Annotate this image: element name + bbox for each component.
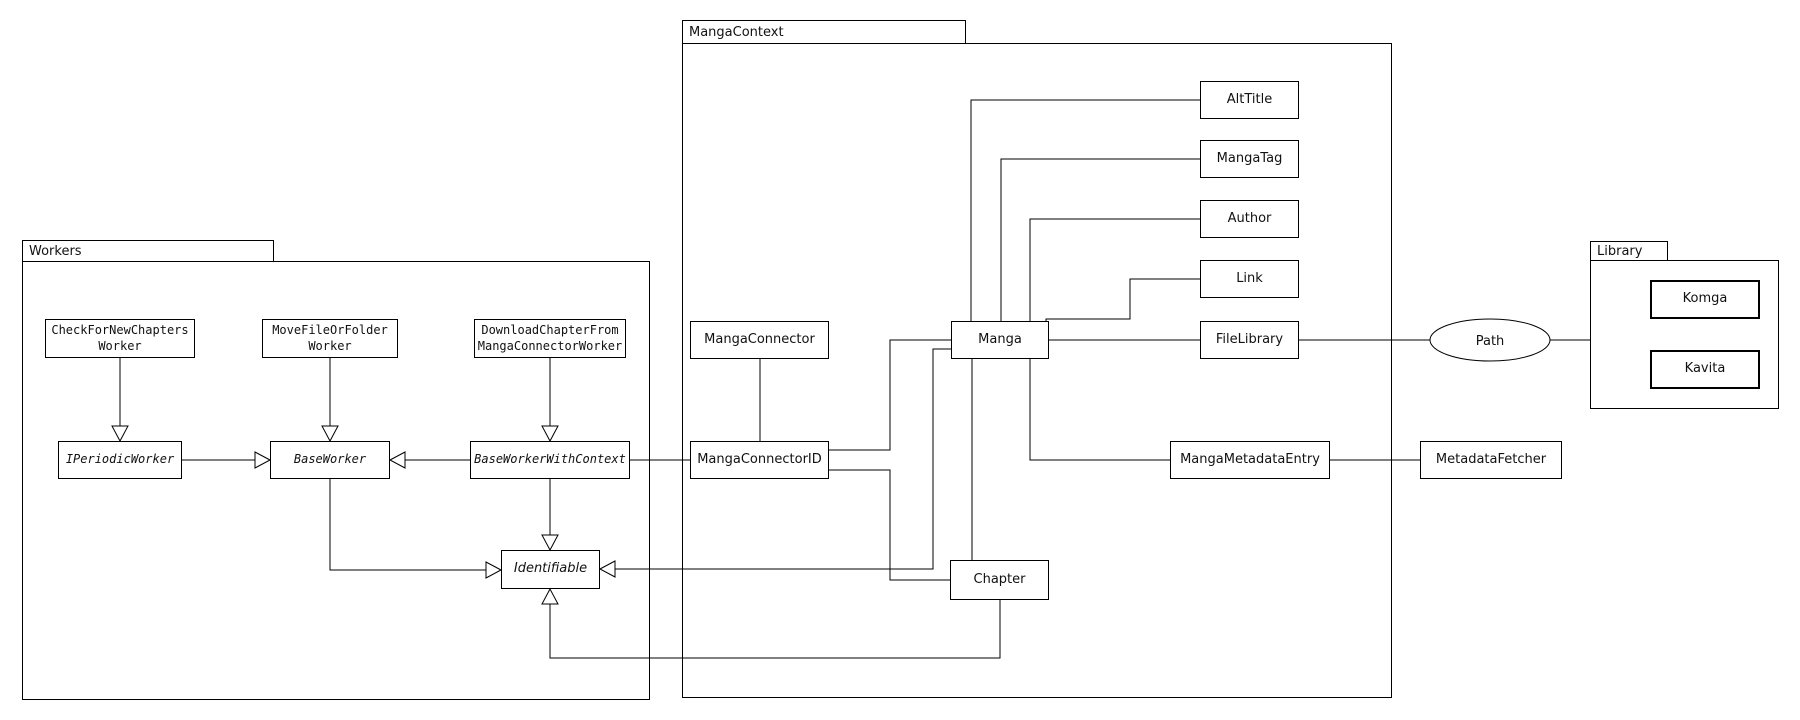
class-downloadchapterworker-label-line1: DownloadChapterFrom <box>481 322 619 337</box>
edge-mangaconnectorid-manga <box>829 339 951 451</box>
class-mangaconnectorid: MangaConnectorID <box>690 441 829 479</box>
class-downloadchapterfrommangaconnectorworker: DownloadChapterFrom MangaConnectorWorker <box>474 319 626 358</box>
class-mangaconnector-label: MangaConnector <box>704 331 815 347</box>
inheritance-arrow-into-baseworkerwithcontext <box>541 425 559 443</box>
class-alttitle: AltTitle <box>1200 81 1299 119</box>
class-movefileorfolderworker-label-line1: MoveFileOrFolder <box>272 322 388 337</box>
class-baseworker-label: BaseWorker <box>293 452 367 467</box>
path-ellipse <box>1429 318 1551 362</box>
package-workers-label: Workers <box>29 243 82 259</box>
class-author-label: Author <box>1227 210 1272 226</box>
class-alttitle-label: AltTitle <box>1226 91 1273 107</box>
edge-manga-mangametadataentry <box>1029 359 1170 461</box>
edge-manga-identifiable <box>615 348 951 570</box>
edge-mangaconnectorid-chapter <box>829 469 950 581</box>
inheritance-arrow-into-baseworker-right <box>388 451 406 469</box>
class-filelibrary: FileLibrary <box>1200 321 1299 359</box>
package-library-label: Library <box>1597 243 1643 259</box>
edge-manga-alttitle <box>970 99 1200 321</box>
class-downloadchapterworker-label-line2: MangaConnectorWorker <box>477 338 623 353</box>
class-baseworkerwithcontext-label: BaseWorkerWithContext <box>474 452 626 467</box>
edge-manga-link <box>1045 278 1200 321</box>
inheritance-arrow-into-baseworker-left <box>254 451 272 469</box>
class-komga: Komga <box>1650 280 1760 319</box>
class-chapter-label: Chapter <box>973 571 1026 587</box>
inheritance-arrow-into-identifiable-top <box>541 534 559 552</box>
class-baseworker: BaseWorker <box>270 441 390 479</box>
inheritance-arrow-into-baseworker-top <box>321 425 339 443</box>
class-kavita: Kavita <box>1650 350 1760 389</box>
class-mangatag-label: MangaTag <box>1216 150 1283 166</box>
class-movefileorfolderworker: MoveFileOrFolder Worker <box>262 319 398 358</box>
class-mangametadataentry-label: MangaMetadataEntry <box>1180 451 1320 467</box>
package-mangacontext-label: MangaContext <box>689 24 784 40</box>
edge-baseworker-identifiable <box>329 479 486 571</box>
class-baseworkerwithcontext: BaseWorkerWithContext <box>470 441 630 479</box>
class-movefileorfolderworker-label-line2: Worker <box>308 338 352 353</box>
class-mangametadataentry: MangaMetadataEntry <box>1170 441 1330 479</box>
class-mangatag: MangaTag <box>1200 140 1299 178</box>
class-manga-label: Manga <box>978 331 1022 347</box>
class-mangaconnectorid-label: MangaConnectorID <box>697 451 822 467</box>
inheritance-arrow-into-identifiable-left <box>485 561 503 579</box>
package-workers-tab: Workers <box>22 240 274 261</box>
class-manga: Manga <box>951 321 1049 359</box>
class-mangaconnector: MangaConnector <box>690 321 829 359</box>
inheritance-arrow-into-identifiable-bottom <box>541 587 559 605</box>
class-checkfornewchaptersworker-label-line1: CheckForNewChapters <box>51 322 189 337</box>
package-library-tab: Library <box>1590 241 1668 260</box>
package-mangacontext-tab: MangaContext <box>682 20 966 43</box>
edge-manga-mangatag <box>1000 158 1200 321</box>
class-link-label: Link <box>1236 270 1263 286</box>
inheritance-arrow-into-identifiable-right <box>598 560 616 578</box>
class-checkfornewchaptersworker: CheckForNewChapters Worker <box>45 319 195 358</box>
edge-manga-author <box>1029 218 1200 321</box>
edge-chapter-identifiable <box>549 600 1001 659</box>
class-chapter: Chapter <box>950 560 1049 600</box>
class-iperiodicworker: IPeriodicWorker <box>58 441 182 479</box>
class-filelibrary-label: FileLibrary <box>1215 331 1284 347</box>
class-metadatafetcher-label: MetadataFetcher <box>1435 451 1547 467</box>
class-komga-label: Komga <box>1682 291 1728 307</box>
class-kavita-label: Kavita <box>1684 361 1726 377</box>
class-metadatafetcher: MetadataFetcher <box>1420 441 1562 479</box>
path-ellipse-label: Path <box>1476 334 1505 349</box>
class-identifiable: Identifiable <box>501 550 600 589</box>
inheritance-arrow-into-iperiodicworker <box>111 425 129 443</box>
class-identifiable-label: Identifiable <box>513 561 588 577</box>
class-link: Link <box>1200 260 1299 298</box>
class-checkfornewchaptersworker-label-line2: Worker <box>98 338 142 353</box>
class-iperiodicworker-label: IPeriodicWorker <box>65 452 175 467</box>
class-author: Author <box>1200 200 1299 238</box>
